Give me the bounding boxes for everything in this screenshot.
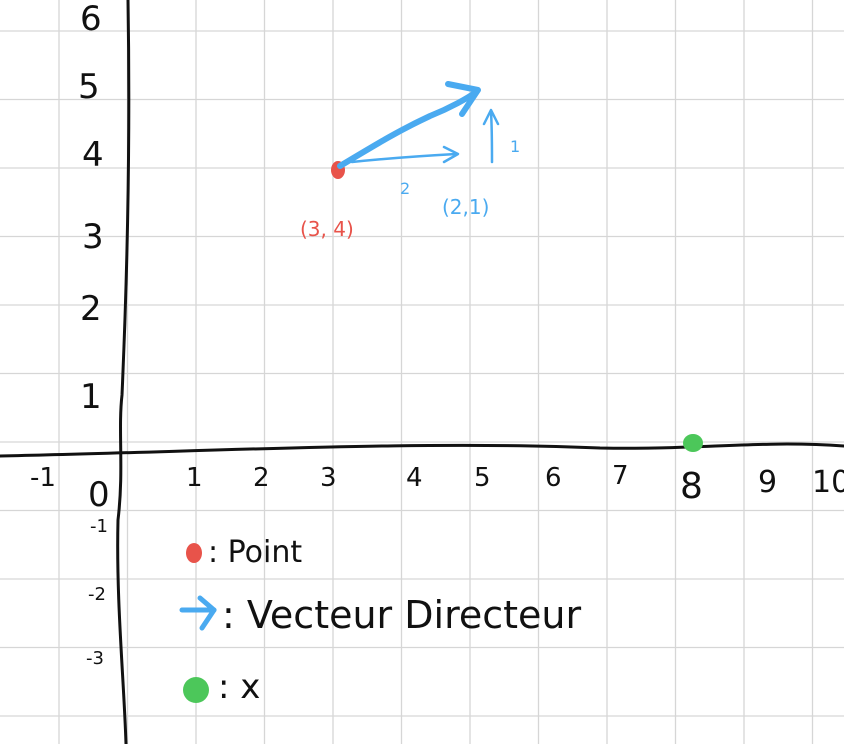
legend-item-point: : Point — [186, 535, 302, 570]
green-dot-icon — [183, 677, 209, 703]
y-tick-label: -2 — [88, 584, 106, 605]
legend-label: : x — [218, 667, 260, 707]
x-tick-label: 9 — [758, 465, 777, 500]
y-axis-tick-labels: 6 5 4 3 2 1 — [78, 0, 104, 417]
x-tick-label: 5 — [474, 463, 491, 493]
vector-horizontal-arrow — [350, 152, 458, 164]
y-tick-label: 1 — [80, 377, 102, 417]
x-tick-label: -1 — [30, 463, 56, 493]
y-tick-label: 5 — [78, 67, 100, 107]
vector-label: (2,1) — [442, 195, 489, 219]
x-tick-label: 4 — [406, 463, 423, 493]
x-tick-label: 1 — [186, 463, 203, 493]
vector-horizontal-label: 2 — [400, 179, 410, 198]
blue-arrow-icon — [179, 595, 217, 631]
y-tick-label: 6 — [80, 0, 102, 39]
legend-item-vector: : Vecteur Directeur — [179, 593, 582, 637]
y-tick-label: 3 — [82, 217, 104, 257]
x-tick-label: 6 — [545, 463, 562, 493]
y-axis-negative-tick-labels: -1 -2 -3 — [86, 516, 108, 669]
y-axis — [116, 0, 131, 744]
y-tick-label: -1 — [90, 516, 108, 537]
x-tick-label: 2 — [253, 463, 270, 493]
vector-main-arrowhead — [445, 81, 481, 117]
red-dot-icon — [186, 543, 202, 563]
y-tick-label: 4 — [82, 135, 104, 175]
x-point-marker — [683, 434, 703, 452]
direction-vector — [337, 81, 500, 169]
x-tick-label: 7 — [612, 461, 629, 491]
vector-vertical-arrowhead — [482, 108, 500, 126]
x-axis — [0, 442, 844, 458]
legend-label: : Point — [208, 535, 302, 570]
vector-vertical-arrow — [489, 110, 494, 164]
x-tick-label: 0 — [88, 475, 110, 515]
vector-main-arrow — [337, 89, 479, 169]
x-tick-label: 10 — [812, 465, 844, 500]
legend-label: : Vecteur Directeur — [222, 593, 582, 637]
y-tick-label: 2 — [80, 289, 102, 329]
legend: : Point : Vecteur Directeur : x — [179, 535, 582, 707]
y-tick-label: -3 — [86, 648, 104, 669]
x-tick-label: 3 — [320, 463, 337, 493]
vector-vertical-label: 1 — [510, 137, 520, 156]
x-tick-label: 8 — [680, 466, 703, 507]
point-label: (3, 4) — [300, 217, 354, 241]
x-axis-tick-labels: -1 0 1 2 3 4 5 6 7 8 9 10 — [30, 461, 844, 515]
legend-item-x: : x — [183, 667, 260, 707]
vector-horizontal-arrowhead — [442, 145, 460, 164]
